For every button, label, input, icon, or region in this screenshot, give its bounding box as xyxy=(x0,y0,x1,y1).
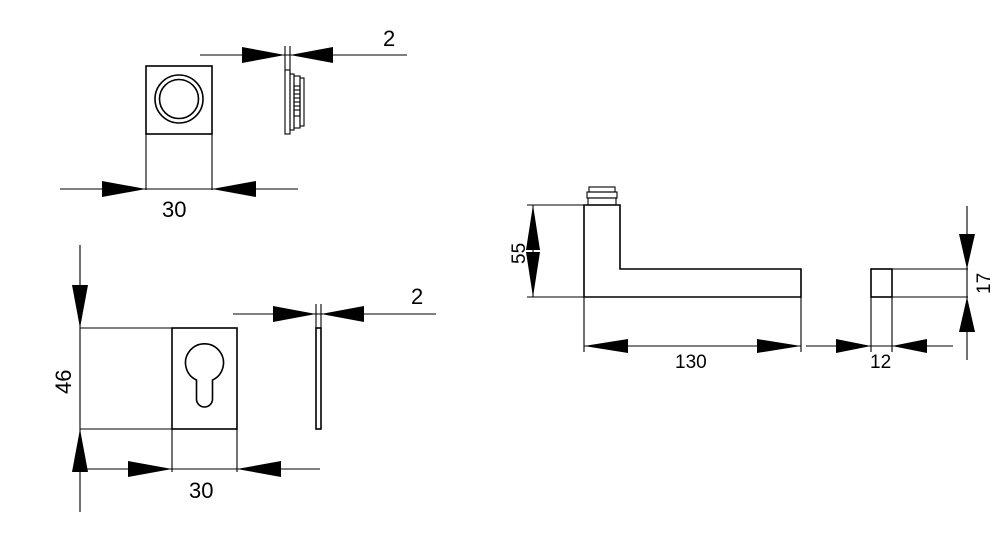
lever-handle-side-view xyxy=(583,186,802,298)
handle-length-dimension: 130 xyxy=(583,297,802,373)
escutcheon-side-view xyxy=(315,327,322,430)
escutcheon-height-dimension: 46 xyxy=(51,245,172,512)
rose-front-view xyxy=(145,65,213,135)
escutcheon-width-dimension: 30 xyxy=(85,429,320,503)
handle-height-dimension: 55 xyxy=(509,204,584,298)
escutcheon-gap-label: 2 xyxy=(411,284,423,309)
handle-height-label: 55 xyxy=(509,243,530,264)
handle-profile-height-label: 17 xyxy=(974,273,995,294)
handle-profile-height-dimension: 17 xyxy=(959,206,995,360)
rose-gap-dimension: 2 xyxy=(200,26,407,74)
handle-profile-width-label: 12 xyxy=(870,352,891,373)
handle-length-label: 130 xyxy=(675,352,707,373)
rose-side-view xyxy=(284,69,305,135)
rose-width-dimension: 30 xyxy=(60,134,298,222)
escutcheon-gap-dimension: 2 xyxy=(233,284,436,328)
handle-profile-view xyxy=(870,268,968,298)
handle-profile-width-dimension: 12 xyxy=(806,297,953,373)
rose-gap-label: 2 xyxy=(383,26,395,51)
escutcheon-width-label: 30 xyxy=(189,478,213,503)
rose-width-label: 30 xyxy=(162,197,186,222)
escutcheon-front-view xyxy=(171,327,238,430)
escutcheon-height-label: 46 xyxy=(51,370,76,394)
